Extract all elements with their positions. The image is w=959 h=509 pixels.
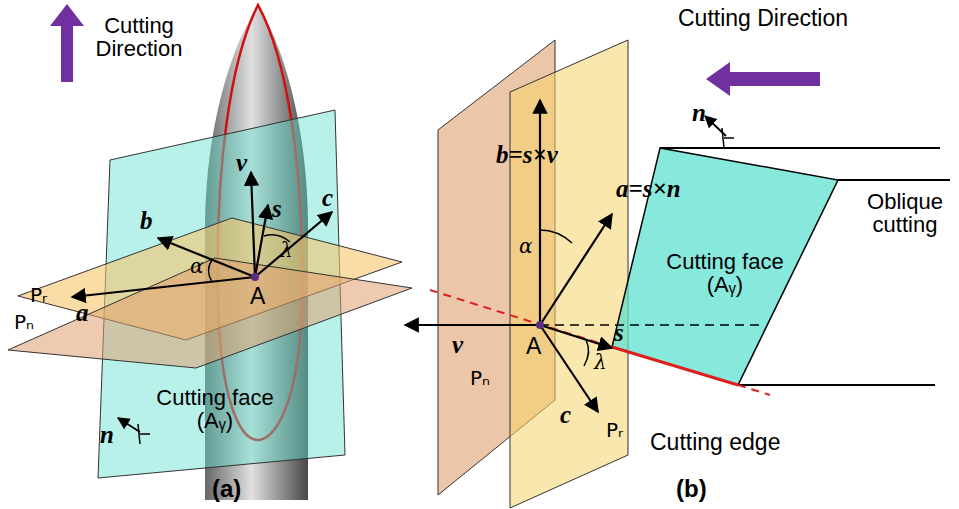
plane-label: Pₙ — [470, 368, 490, 389]
angle-label: λ — [280, 240, 293, 261]
direction-label: Cutting Direction — [84, 14, 194, 60]
edge-extension — [738, 385, 770, 395]
vector-label: v — [452, 332, 463, 358]
angle-label: α — [519, 236, 533, 257]
face-label: Cutting face (Aᵧ) — [650, 250, 800, 296]
vector-label: a=s×n — [616, 176, 681, 202]
vector-label: s — [614, 320, 624, 346]
reference-line — [540, 324, 765, 326]
cutting-edge-line — [612, 347, 738, 385]
vector-label: n — [692, 100, 706, 126]
panel-label: (b) — [676, 476, 707, 501]
face-label: Cutting face (Aᵧ) — [140, 386, 290, 432]
edge-label: Cutting edge — [650, 430, 780, 454]
point-a — [251, 273, 259, 281]
vector-label: c — [560, 402, 571, 428]
vector-label: a — [76, 300, 89, 326]
vector-label: b=s×v — [496, 142, 558, 168]
vector-label: b — [140, 208, 153, 234]
vector-arrows — [72, 172, 332, 444]
vector-label: n — [100, 422, 114, 448]
angle-label: α — [190, 256, 204, 277]
note-label: Oblique cutting — [855, 190, 955, 236]
cutting-face-plane — [612, 148, 838, 385]
point-label: A — [250, 284, 265, 308]
angle-label: λ — [594, 352, 607, 373]
vector-label: s — [272, 196, 282, 222]
panel-label: (a) — [212, 476, 241, 501]
reference-plane — [510, 40, 628, 508]
point-label: A — [526, 334, 541, 358]
plane-label: Pᵣ — [30, 285, 47, 306]
point-a — [536, 321, 544, 329]
plane-label: Pₙ — [14, 312, 34, 333]
normal-plane — [8, 258, 412, 368]
vector-label: c — [322, 185, 333, 211]
vector-label: v — [236, 150, 247, 176]
plane-label: Pᵣ — [606, 420, 623, 441]
direction-label: Cutting Direction — [678, 6, 848, 30]
